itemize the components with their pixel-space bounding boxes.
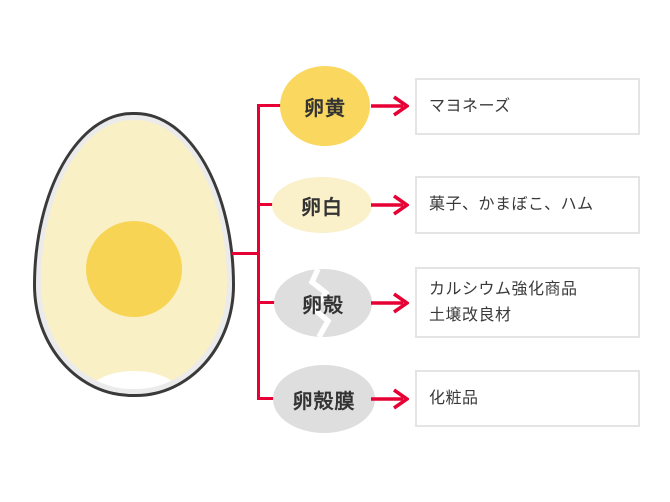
egg-cross-section-illustration xyxy=(33,112,235,397)
label-yolk-text: 卵黄 xyxy=(304,97,346,120)
egg-yolk-area xyxy=(86,221,182,317)
product-text: 菓子、かまぼこ、ハム xyxy=(429,196,594,213)
connector-branch-membrane xyxy=(257,397,287,400)
label-egg-white: 卵白 xyxy=(272,177,372,233)
arrow-right-icon xyxy=(371,194,409,216)
connector-trunk-line xyxy=(257,104,260,400)
label-eggshell-text: 卵殻 xyxy=(302,294,344,317)
label-yolk: 卵黄 xyxy=(280,66,370,146)
egg-air-cell xyxy=(89,371,179,389)
arrow-right-icon xyxy=(371,388,409,410)
egg-white-area xyxy=(41,120,227,389)
product-box-egg-white: 菓子、かまぼこ、ハム xyxy=(415,176,640,234)
connector-branch-yolk xyxy=(257,104,287,107)
product-text: マヨネーズ xyxy=(429,97,511,115)
product-box-eggshell: カルシウム強化商品 土壌改良材 xyxy=(415,267,640,338)
product-text: カルシウム強化商品 xyxy=(429,280,578,298)
connector-branch-shell xyxy=(257,301,287,304)
arrow-right-icon xyxy=(371,95,409,117)
product-box-yolk: マヨネーズ xyxy=(415,78,640,135)
product-box-shell-membrane: 化粧品 xyxy=(415,370,640,427)
label-eggshell: 卵殻 xyxy=(274,269,372,337)
product-text: 土壌改良材 xyxy=(429,306,512,324)
label-egg-white-text: 卵白 xyxy=(301,196,343,219)
product-text: 化粧品 xyxy=(429,389,479,407)
label-shell-membrane: 卵殻膜 xyxy=(273,365,375,433)
connector-egg-line xyxy=(232,252,260,255)
label-shell-membrane-text: 卵殻膜 xyxy=(292,390,356,413)
arrow-right-icon xyxy=(371,292,409,314)
cracked-shell-icon xyxy=(274,269,372,337)
